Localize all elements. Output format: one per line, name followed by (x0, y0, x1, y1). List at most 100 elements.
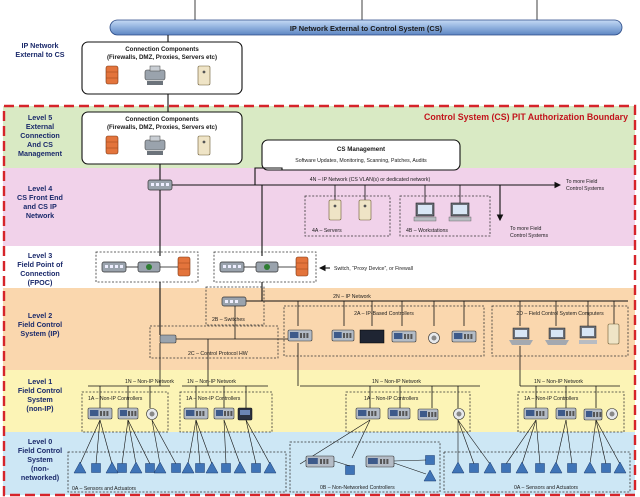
fcs-computers-group (491, 305, 629, 357)
switch-icon (101, 261, 127, 273)
band-level-2 (3, 288, 635, 370)
controller-icon (365, 455, 395, 468)
l4-network-label: 4N – IP Network (CS VLAN(s) or dedicated… (310, 177, 431, 183)
boundary-title: Control System (CS) PIT Authorization Bo… (424, 112, 628, 122)
protocol-hw-icon (159, 334, 177, 344)
controller-icon (417, 408, 439, 421)
external-network-bar (109, 19, 623, 36)
switch-icon (219, 261, 245, 273)
sensor-icon (73, 461, 87, 474)
control-protocol-hw-label: 2C – Control Protocol HW (188, 351, 248, 357)
cs-management-box (261, 139, 461, 171)
external-network-title: IP Network External to Control System (C… (290, 24, 443, 33)
actuator-icon (469, 463, 479, 473)
control-protocol-hw-group (149, 325, 279, 359)
servers-label: 4A – Servers (312, 228, 342, 234)
sensor-icon (613, 461, 627, 474)
sensor-icon (233, 461, 247, 474)
ip-controllers-label: 2A – IP-Based Controllers (354, 311, 414, 317)
actuator-icon (117, 463, 127, 473)
switch-icon (221, 296, 247, 307)
ext-devices (105, 65, 211, 86)
servers-group (304, 195, 391, 237)
svg-text:Connection Components(Firewall: Connection Components(Firewalls, DMZ, Pr… (107, 46, 217, 61)
server-icon (197, 135, 211, 156)
workstation-icon (413, 202, 437, 222)
server-icon (607, 323, 620, 345)
fpoc-devices-left (101, 256, 191, 277)
non-networked-controllers-label: 0B – Non-Networked Controllers (320, 485, 395, 491)
fpoc-devices-right (219, 256, 309, 277)
fpoc-group-right (213, 251, 317, 283)
svg-text:Connection Components(Firewall: Connection Components(Firewalls, DMZ, Pr… (107, 116, 217, 131)
server-icon (197, 65, 211, 86)
sensors-actuators-label-1: 0A – Sensors and Actuators (72, 486, 136, 492)
server-icon (328, 199, 342, 221)
sensors-actuators-group-2 (443, 451, 631, 493)
core-switch-icon (147, 179, 173, 191)
sensor-icon (153, 461, 167, 474)
controller-icon (359, 329, 385, 344)
proxy-device-icon (137, 261, 161, 273)
sensors-actuators-group-1 (67, 451, 287, 493)
sensor-icon (181, 461, 195, 474)
sensor-icon (105, 461, 119, 474)
workstation-icon (448, 202, 472, 222)
nonip-controllers-label-1: 1A – Non-IP Controllers (88, 396, 143, 402)
nonip-network-label-4: 1N – Non-IP Network (534, 379, 583, 385)
actuator-icon (501, 463, 511, 473)
sensor-icon (549, 461, 563, 474)
meter-icon (606, 408, 618, 420)
controller-icon (237, 407, 253, 421)
server-icon (358, 199, 372, 221)
nonip-network-label-1: 1N – Non-IP Network (125, 379, 174, 385)
nonip-controllers-group-1 (81, 391, 169, 433)
actuator-icon (251, 463, 261, 473)
actuator-icon (145, 463, 155, 473)
sensor-icon (515, 461, 529, 474)
controller-icon (523, 407, 549, 420)
firewall-icon (105, 65, 119, 85)
band-level-4 (3, 168, 635, 246)
nonip-controllers-group-2 (179, 391, 273, 433)
sensor-icon (451, 461, 465, 474)
firewall-icon (105, 135, 119, 155)
l5-devices (105, 135, 211, 156)
sensor-icon (423, 469, 437, 482)
nonip-controllers-group-4 (517, 391, 625, 433)
controller-icon (355, 407, 381, 420)
proxy-device-icon (255, 261, 279, 273)
actuator-icon (91, 463, 101, 473)
controller-icon (213, 407, 235, 420)
sensor-icon (583, 461, 597, 474)
nonip-controllers-label-3: 1A – Non-IP Controllers (364, 396, 419, 402)
sensor-icon (263, 461, 277, 474)
laptop-icon (509, 327, 533, 345)
laptop-icon (545, 327, 569, 345)
actuator-icon (567, 463, 577, 473)
firewall-icon (295, 256, 309, 277)
actuator-icon (601, 463, 611, 473)
ip-controllers-group (283, 305, 485, 357)
firewall-icon (177, 256, 191, 277)
sensor-icon (205, 461, 219, 474)
non-networked-controllers-group (289, 441, 441, 493)
controller-icon (117, 407, 139, 420)
fpoc-arrow-label: Switch, “Proxy Device”, or Firewall (334, 266, 413, 272)
network-device-icon (144, 135, 166, 155)
pit-boundary (2, 104, 637, 497)
nonip-network-label-2: 1N – Non-IP Network (187, 379, 236, 385)
controller-icon (305, 455, 335, 468)
meter-icon (428, 332, 440, 344)
ip-network-label: 2N – IP Network (333, 294, 371, 300)
sensor-icon (483, 461, 497, 474)
